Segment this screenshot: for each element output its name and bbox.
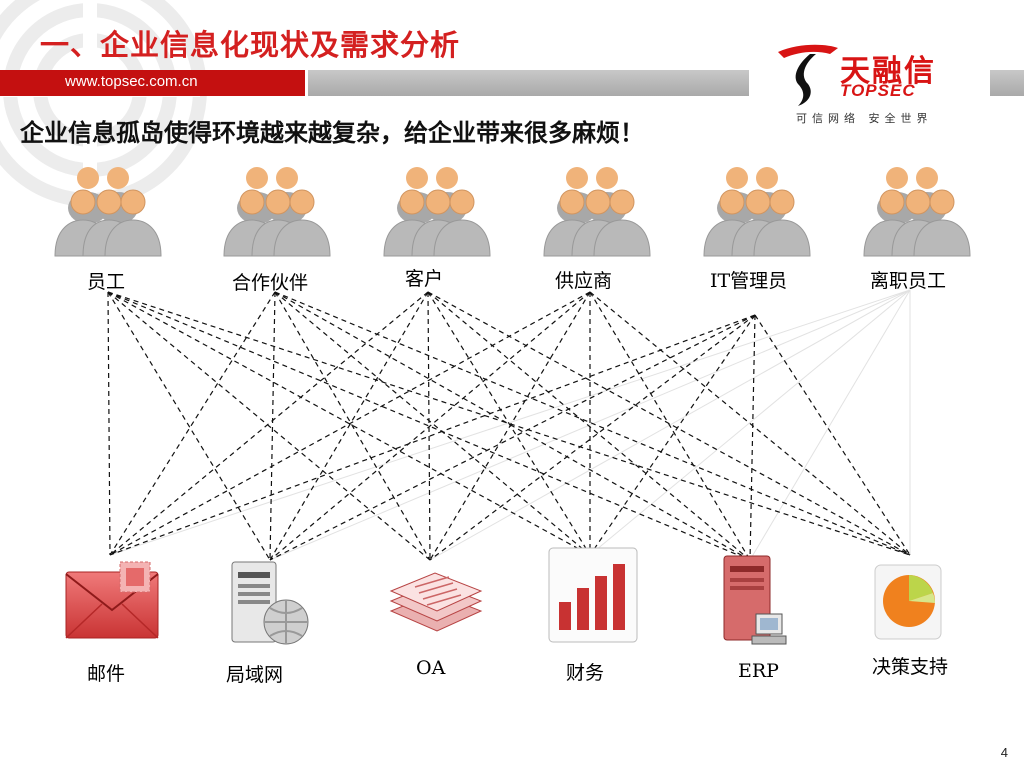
label-employees: 员工 [87,271,126,293]
logo-swoosh-icon [778,44,838,106]
logo-brand-en: TOPSEC [840,81,916,100]
label-finance: 财务 [566,662,605,684]
user-group-former-employees[interactable] [862,158,972,258]
user-group-customers[interactable] [382,158,492,258]
topsec-logo: 天融信 TOPSEC 可信网络 安全世界 [770,40,970,130]
mail-icon[interactable] [62,560,162,642]
label-erp: ERP [738,660,779,682]
page-number: 4 [1000,745,1008,760]
people-group-icon [54,167,162,257]
documents-icon[interactable] [383,565,488,640]
label-decision-support: 决策支持 [872,656,949,678]
label-partners: 合作伙伴 [232,272,309,294]
people-group-icon [223,167,331,257]
people-group-icon [383,167,491,257]
logo-brand-cn: 天融信 [840,54,936,89]
pie-chart-icon[interactable] [873,563,943,641]
header-divider-bar [308,70,749,96]
people-group-icon [543,167,651,257]
label-oa: OA [416,657,446,679]
website-url[interactable]: www.topsec.com.cn [65,73,198,90]
erp-server-icon[interactable] [720,552,790,650]
user-group-suppliers[interactable] [542,158,652,258]
url-bar: www.topsec.com.cn [0,70,305,96]
label-customers: 客户 [405,268,444,290]
user-group-employees[interactable] [53,158,163,258]
slide-subtitle: 企业信息孤岛使得环境越来越复杂，给企业带来很多麻烦！ [20,119,644,147]
user-group-partners[interactable] [222,158,332,258]
bar-chart-icon[interactable] [547,546,639,644]
label-mail: 邮件 [87,663,126,685]
people-group-icon [703,167,811,257]
label-it-admins: IT管理员 [710,270,788,292]
label-suppliers: 供应商 [555,270,613,292]
people-group-icon [863,167,971,257]
user-group-it-admins[interactable] [702,158,812,258]
lan-server-icon[interactable] [228,560,313,646]
logo-slogan: 可信网络 安全世界 [796,112,933,125]
label-lan: 局域网 [226,664,284,686]
slide-title: 一、企业信息化现状及需求分析 [40,28,461,62]
header-divider-bar-right [990,70,1024,96]
label-former-employees: 离职员工 [870,270,947,292]
